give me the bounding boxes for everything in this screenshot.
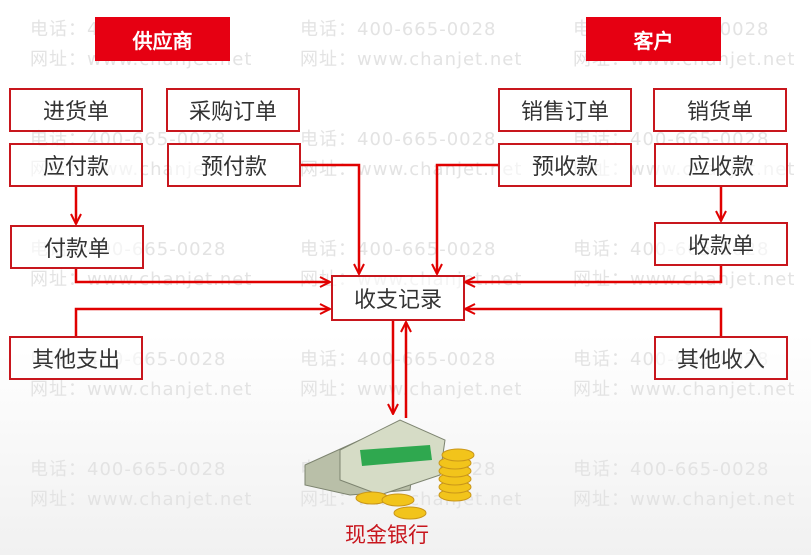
receivable-box[interactable]: 应收款 xyxy=(654,143,788,187)
purchase-order-box[interactable]: 采购订单 xyxy=(166,88,300,132)
customer-header: 客户 xyxy=(586,17,721,61)
arrow-prepayment-to-ledger xyxy=(301,163,359,274)
supplier-header: 供应商 xyxy=(95,17,230,61)
watermark-site: 网址：www.chanjet.net xyxy=(300,49,523,70)
watermark-site: 网址：www.chanjet.net xyxy=(573,379,796,400)
watermark-phone: 电话：400-665-0028 xyxy=(30,459,227,480)
money-icon xyxy=(304,419,475,520)
arrow-advance-to-ledger xyxy=(437,163,498,274)
payment-bill-box[interactable]: 付款单 xyxy=(10,225,144,269)
watermark-phone: 电话：400-665-0028 xyxy=(300,349,497,370)
other-expense-box[interactable]: 其他支出 xyxy=(9,336,143,380)
payable-box[interactable]: 应付款 xyxy=(9,143,143,187)
watermark-site: 网址：www.chanjet.net xyxy=(300,379,523,400)
watermark-phone: 电话：400-665-0028 xyxy=(300,239,497,260)
watermark-phone: 电话：400-665-0028 xyxy=(300,129,497,150)
watermark-site: 网址：www.chanjet.net xyxy=(30,269,253,290)
arrow-payment-to-ledger xyxy=(74,269,330,282)
arrow-receipt-to-ledger xyxy=(465,266,723,282)
receipt-bill-box[interactable]: 收款单 xyxy=(654,222,788,266)
arrow-other-expense-to-ledger xyxy=(74,309,330,336)
watermark-site: 网址：www.chanjet.net xyxy=(30,379,253,400)
sales-delivery-box[interactable]: 销货单 xyxy=(653,88,787,132)
watermark-site: 网址：www.chanjet.net xyxy=(30,489,253,510)
purchase-receipt-box[interactable]: 进货单 xyxy=(9,88,143,132)
watermark-phone: 电话：400-665-0028 xyxy=(300,19,497,40)
ledger-box[interactable]: 收支记录 xyxy=(331,275,465,321)
arrow-other-income-to-ledger xyxy=(465,309,723,336)
watermark-site: 网址：www.chanjet.net xyxy=(573,269,796,290)
advance-receipt-box[interactable]: 预收款 xyxy=(498,143,632,187)
watermark-site: 网址：www.chanjet.net xyxy=(573,489,796,510)
sales-order-box[interactable]: 销售订单 xyxy=(498,88,632,132)
cash-bank-label: 现金银行 xyxy=(345,523,429,547)
prepayment-box[interactable]: 预付款 xyxy=(167,143,301,187)
other-income-box[interactable]: 其他收入 xyxy=(654,336,788,380)
watermark-phone: 电话：400-665-0028 xyxy=(573,459,770,480)
